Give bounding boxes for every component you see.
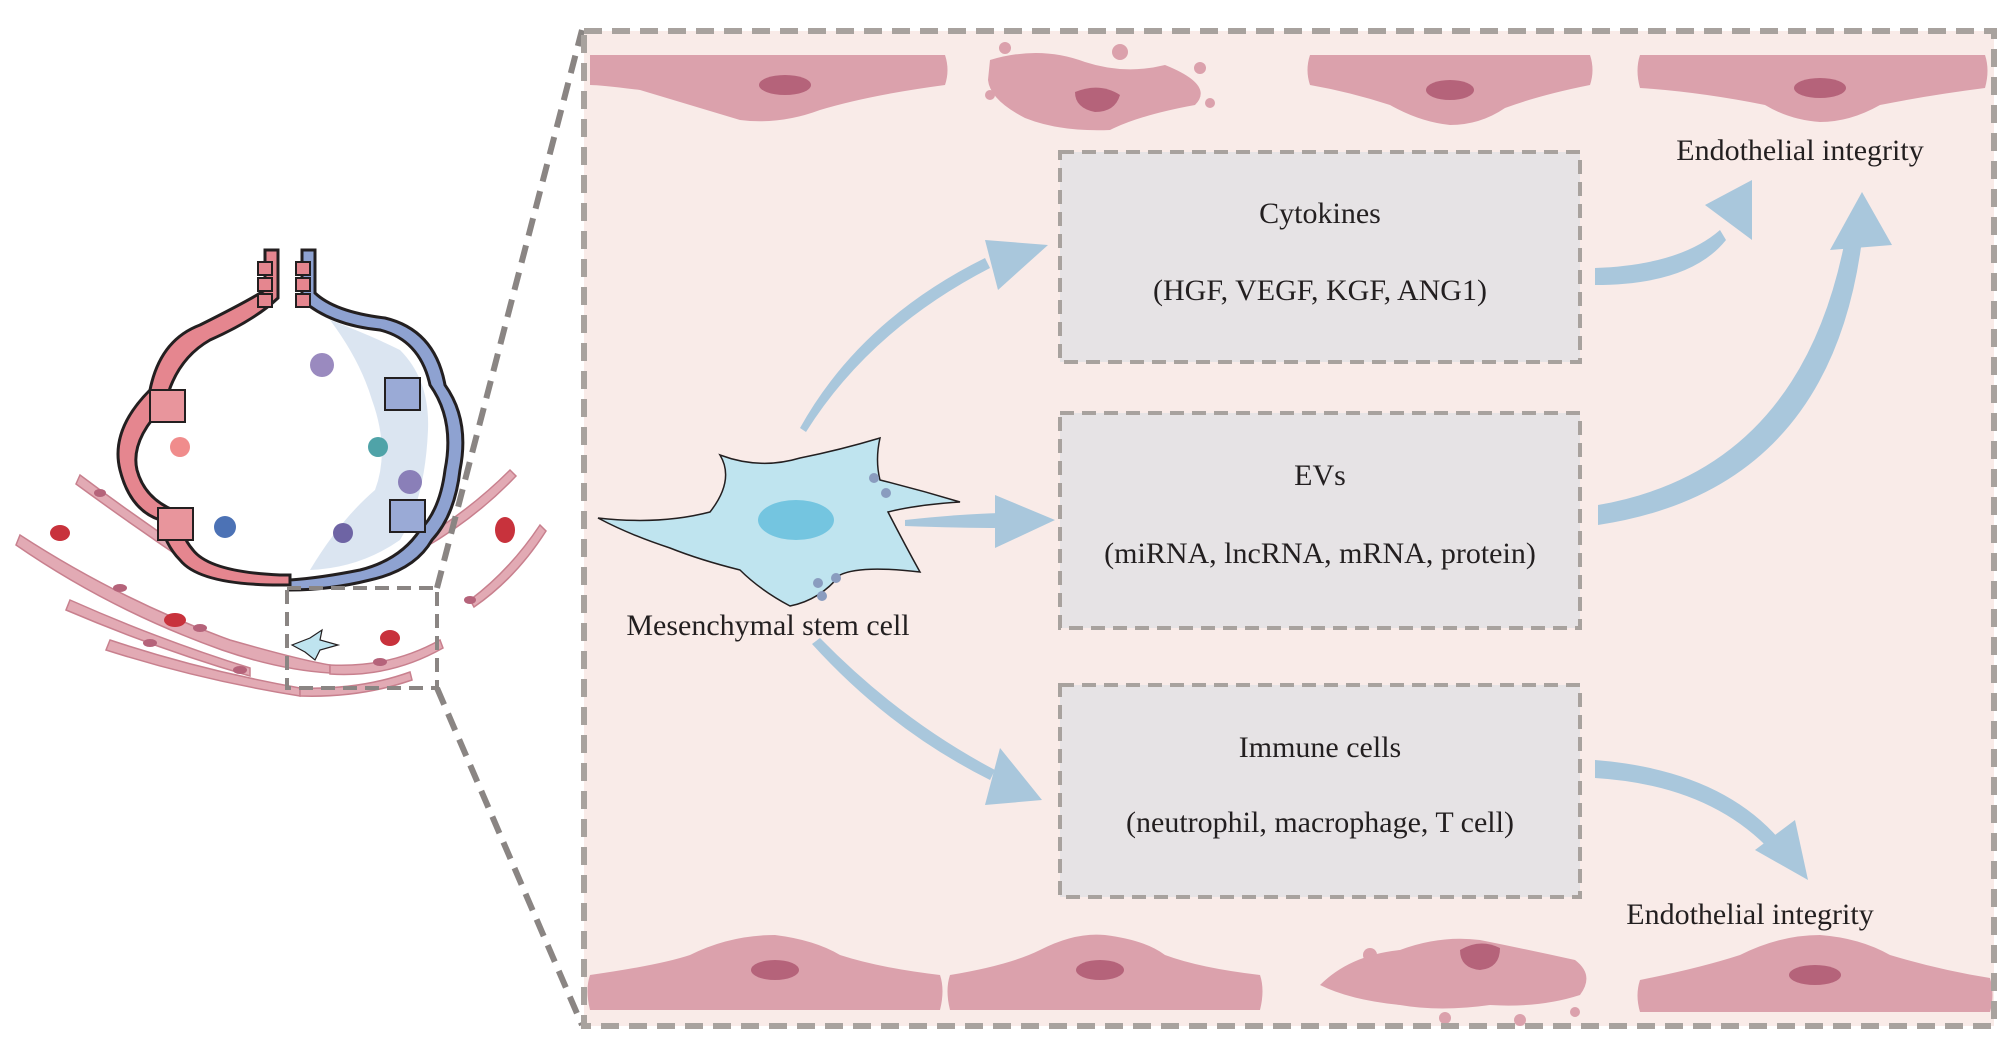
zoom-line-top	[434, 29, 585, 589]
cytokines-box: Cytokines (HGF, VEGF, KGF, ANG1)	[1058, 150, 1582, 364]
alveolar-immune-cells	[170, 353, 422, 543]
endothelial-cell	[1307, 55, 1593, 125]
endothelium-top	[590, 42, 1988, 131]
endothelial-cell	[590, 55, 948, 122]
zoom-panel: Cytokines (HGF, VEGF, KGF, ANG1) EVs (mi…	[581, 28, 1997, 1029]
endothelial-integrity-top-label: Endothelial integrity	[1676, 134, 1923, 167]
endothelial-cell	[587, 935, 943, 1010]
cytokines-box-subtitle: (HGF, VEGF, KGF, ANG1)	[1153, 274, 1487, 307]
endothelium-bottom	[587, 934, 1993, 1026]
arrow-cytokines-to-integrity	[1595, 180, 1752, 285]
arrow-msc-to-evs	[905, 495, 1055, 548]
arrow-evs-to-integrity	[1598, 192, 1892, 525]
evs-box-title: EVs	[1294, 459, 1346, 492]
mesenchymal-stem-cell	[597, 436, 961, 607]
zoom-region	[285, 586, 439, 690]
damaged-endothelial-cell	[1320, 938, 1587, 1026]
zoom-line-bottom	[434, 686, 585, 1027]
msc-nucleus	[758, 500, 834, 540]
arrows	[800, 180, 1892, 880]
immune-cells-box-title: Immune cells	[1239, 731, 1401, 764]
arrow-msc-to-immune	[812, 638, 1042, 805]
damaged-endothelial-cell	[985, 42, 1215, 131]
evs-box: EVs (miRNA, lncRNA, mRNA, protein)	[1058, 411, 1582, 630]
airway-cells	[257, 261, 311, 308]
red-blood-cells	[50, 517, 515, 646]
arrow-msc-to-cytokines	[800, 240, 1048, 432]
endothelial-cell	[1637, 935, 1993, 1012]
endothelial-cell	[947, 934, 1263, 1010]
arrow-immune-to-integrity	[1595, 760, 1808, 880]
endothelial-cell	[1637, 55, 1988, 122]
capillary-nuclei	[94, 489, 476, 674]
immune-cells-box-subtitle: (neutrophil, macrophage, T cell)	[1126, 806, 1514, 839]
panel-border	[581, 28, 1997, 1029]
evs-box-subtitle: (miRNA, lncRNA, mRNA, protein)	[1104, 537, 1536, 570]
endothelial-integrity-bottom-label: Endothelial integrity	[1626, 898, 1873, 931]
msc-small-icon	[290, 628, 341, 661]
type-two-cells	[149, 377, 426, 541]
msc-label: Mesenchymal stem cell	[626, 609, 909, 642]
cytokines-box-title: Cytokines	[1259, 197, 1381, 230]
immune-cells-box: Immune cells (neutrophil, macrophage, T …	[1058, 683, 1582, 899]
alveolus-overview	[15, 29, 585, 1027]
